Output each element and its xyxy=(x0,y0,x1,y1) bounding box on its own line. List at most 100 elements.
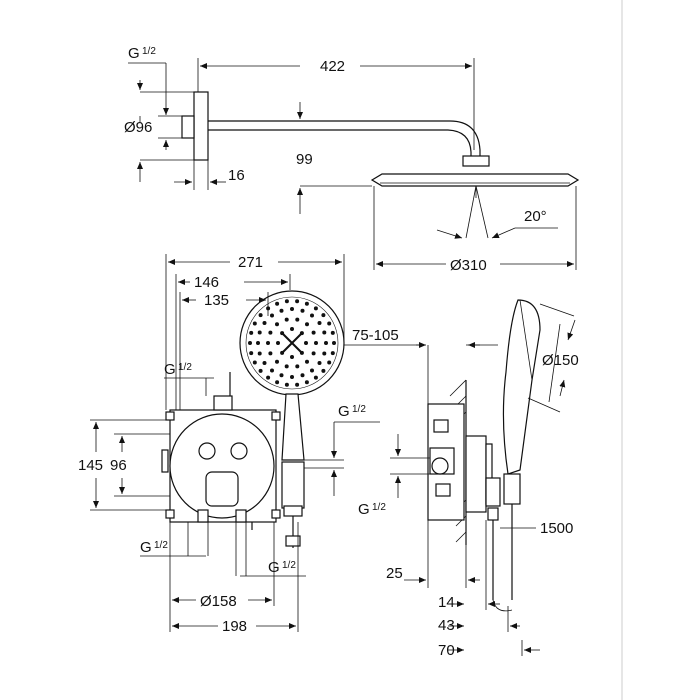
g-mid-frac: 1/2 xyxy=(178,362,192,373)
button-1 xyxy=(198,442,216,460)
shower-arm xyxy=(208,120,481,158)
g-top: G xyxy=(128,45,140,62)
spray-nozzle xyxy=(252,360,257,365)
dim-70: 70 xyxy=(438,642,455,659)
spray-nozzle xyxy=(262,361,267,365)
spray-nozzle xyxy=(300,308,305,313)
spray-nozzle xyxy=(268,330,273,335)
dim-198: 198 xyxy=(222,618,247,635)
spray-nozzle xyxy=(295,299,300,304)
g-bl-frac: 1/2 xyxy=(154,540,168,551)
g-right: G xyxy=(338,403,350,420)
dim-1500: 1500 xyxy=(540,520,573,537)
dim-99: 99 xyxy=(296,151,313,168)
spray-nozzle xyxy=(279,308,284,313)
spray-nozzle xyxy=(321,368,326,373)
spray-nozzle xyxy=(313,375,318,380)
spray-nozzle xyxy=(276,341,280,345)
spray-nozzle xyxy=(295,382,300,387)
spray-nozzle xyxy=(305,322,309,327)
dim-14: 14 xyxy=(438,594,455,611)
spray-nozzle xyxy=(284,317,289,322)
spray-nozzle xyxy=(311,351,316,356)
spray-nozzle xyxy=(275,359,279,364)
dim-43: 43 xyxy=(438,617,455,634)
dim-16: 16 xyxy=(228,167,245,184)
spray-nozzle xyxy=(310,313,314,318)
dim-d158: Ø158 xyxy=(200,593,237,610)
spray-nozzle xyxy=(262,321,267,325)
spray-nozzle xyxy=(268,351,273,356)
side-view: Ø150 75-105 G 1/2 1500 25 14 43 xyxy=(344,299,579,659)
spray-nozzle xyxy=(257,351,262,356)
spray-nozzle xyxy=(258,368,263,373)
spray-nozzle xyxy=(249,351,254,356)
spray-nozzle xyxy=(249,330,254,335)
spray-nozzle xyxy=(324,341,328,345)
dim-d310: Ø310 xyxy=(450,257,487,274)
g-bl: G xyxy=(140,539,152,556)
spray-nozzle xyxy=(266,341,270,345)
spray-nozzle xyxy=(321,313,326,318)
g-br-frac: 1/2 xyxy=(282,560,296,571)
dim-271: 271 xyxy=(238,254,263,271)
angle-20-label: 20° xyxy=(524,208,547,225)
spray-nozzle xyxy=(248,341,252,345)
spray-nozzle xyxy=(327,360,332,365)
dim-135: 135 xyxy=(204,292,229,309)
spray-nozzle xyxy=(317,361,322,365)
spray-nozzle xyxy=(304,341,308,345)
spray-nozzle xyxy=(290,307,294,311)
spray-nozzle xyxy=(304,380,309,385)
spray-nozzle xyxy=(279,373,284,378)
head-shower-side-view: 20° 422 G 1/2 Ø96 16 99 xyxy=(124,45,580,274)
shower-holder xyxy=(281,461,305,509)
spray-nozzle xyxy=(257,330,262,335)
thermostat-knob xyxy=(205,471,239,507)
spray-nozzle xyxy=(258,313,263,318)
spray-nozzle xyxy=(322,330,327,335)
spray-nozzle xyxy=(275,380,280,385)
head-connector xyxy=(462,155,490,167)
g-side: G xyxy=(358,501,370,518)
spray-nozzle xyxy=(290,355,294,359)
flange-nut xyxy=(181,115,195,139)
spray-nozzle xyxy=(284,299,289,304)
spray-nozzle xyxy=(322,351,327,356)
spray-nozzle xyxy=(256,341,260,345)
spray-nozzle xyxy=(300,373,305,378)
spray-nozzle xyxy=(332,341,336,345)
hand-shower-side xyxy=(502,299,541,475)
spray-nozzle xyxy=(330,330,335,335)
g-side-frac: 1/2 xyxy=(372,502,386,513)
thermostat-front-view: 271 146 135 G 1/2 145 96 G 1/2 xyxy=(78,254,380,635)
dim-d96: Ø96 xyxy=(124,119,152,136)
spray-nozzle xyxy=(304,301,309,306)
dim-96b: 96 xyxy=(110,457,127,474)
spray-nozzle xyxy=(252,321,257,326)
spray-nozzle xyxy=(290,327,294,331)
spray-nozzle xyxy=(305,359,309,364)
spray-nozzle xyxy=(327,321,332,326)
dim-146: 146 xyxy=(194,274,219,291)
spray-nozzle xyxy=(266,375,271,380)
spray-nozzle xyxy=(290,375,294,379)
spray-nozzle xyxy=(314,341,318,345)
spray-center-mark xyxy=(281,332,303,354)
inlet-top xyxy=(213,395,233,411)
button-2 xyxy=(230,442,248,460)
spray-nozzle xyxy=(284,364,289,369)
hand-shower-handle xyxy=(281,393,305,461)
cover-plate xyxy=(169,413,275,519)
spray-nozzle xyxy=(311,330,316,335)
spray-nozzle xyxy=(310,368,314,373)
dim-75-105: 75-105 xyxy=(352,327,399,344)
g-top-frac: 1/2 xyxy=(142,46,156,57)
g-mid: G xyxy=(164,361,176,378)
dim-d150: Ø150 xyxy=(542,352,579,369)
spray-nozzle xyxy=(330,351,335,356)
spray-nozzle xyxy=(275,322,279,327)
spray-nozzle xyxy=(295,364,300,369)
spray-nozzle xyxy=(295,317,300,322)
